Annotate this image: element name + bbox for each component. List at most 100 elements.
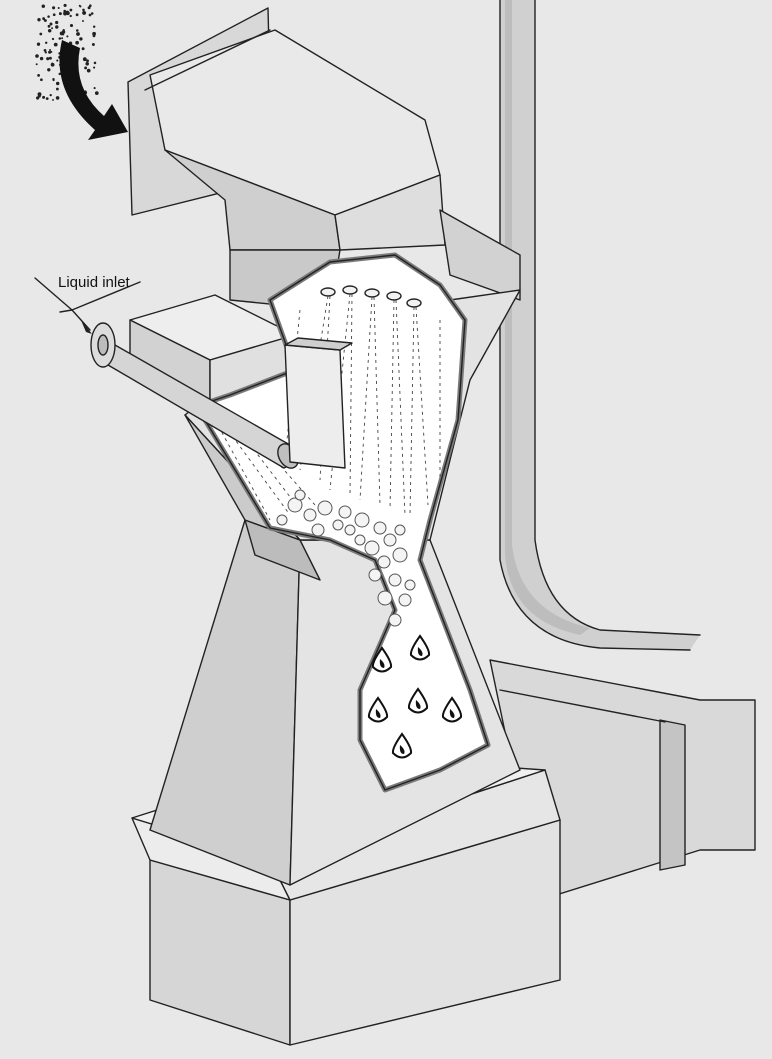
- bubble: [392, 547, 408, 563]
- dust-dot: [55, 81, 60, 86]
- bubble: [388, 613, 402, 627]
- dust-dot: [87, 6, 91, 10]
- dust-dot: [42, 95, 46, 99]
- bubble: [354, 534, 366, 546]
- dust-dot: [46, 57, 50, 61]
- dust-dot: [75, 13, 79, 17]
- gas-particles: [35, 3, 99, 101]
- dust-dot: [49, 49, 52, 51]
- droplet-icon: [407, 687, 429, 714]
- bubble: [311, 523, 325, 537]
- curved-arrow-icon: [59, 40, 128, 140]
- dust-dot: [57, 6, 60, 10]
- spray-pattern: [214, 285, 441, 521]
- dust-dot: [36, 96, 40, 100]
- dust-dot: [58, 12, 62, 16]
- dust-dot: [63, 9, 66, 13]
- liquid-inlet-label: Liquid inlet: [58, 274, 131, 291]
- droplet-icon: [367, 696, 389, 723]
- liquid-inlet-callout: Liquid inlet: [34, 274, 141, 334]
- bubble: [388, 573, 402, 587]
- bubble: [373, 521, 387, 535]
- dust-dot: [44, 51, 47, 54]
- dust-dot: [49, 93, 52, 97]
- dust-dot: [79, 37, 83, 41]
- dust-dot: [51, 27, 54, 30]
- dust-dot: [75, 40, 79, 45]
- dust-dot: [82, 8, 85, 12]
- bubble: [368, 568, 382, 582]
- dust-dot: [48, 56, 52, 60]
- dust-dot: [63, 3, 67, 7]
- dust-dot: [93, 61, 97, 65]
- dust-dot: [58, 37, 62, 40]
- dust-dot: [55, 96, 60, 100]
- dust-dot: [35, 54, 39, 58]
- dust-dot: [91, 43, 95, 46]
- dust-dot: [76, 32, 80, 36]
- bubble: [377, 590, 393, 606]
- dust-dot: [56, 59, 59, 62]
- bubble: [338, 505, 352, 519]
- lower-body: [149, 519, 521, 886]
- dust-dot: [89, 4, 92, 7]
- dust-dot: [41, 4, 46, 8]
- bubble-cluster: [276, 489, 416, 627]
- bubble: [294, 489, 306, 501]
- bubble: [317, 500, 333, 516]
- dust-dot: [45, 97, 49, 100]
- bubble: [332, 519, 344, 531]
- bubble: [377, 555, 391, 569]
- droplet-icon: [391, 732, 413, 759]
- dust-dot: [40, 78, 43, 82]
- dust-dot: [55, 87, 59, 91]
- dust-dot: [52, 98, 54, 101]
- dust-dot: [76, 29, 79, 32]
- dust-dot: [69, 23, 74, 28]
- dust-dot: [52, 13, 56, 17]
- dust-dot: [93, 66, 96, 69]
- bubble: [287, 497, 303, 513]
- bubble: [398, 593, 412, 607]
- dust-dot: [82, 57, 87, 62]
- dust-dot: [39, 56, 44, 61]
- bubble: [276, 514, 288, 526]
- dust-dot: [37, 74, 40, 77]
- dust-dot: [90, 12, 94, 15]
- bubble: [383, 533, 397, 547]
- bubble: [354, 512, 370, 528]
- dust-dot: [51, 37, 55, 41]
- dust-dot: [81, 47, 85, 51]
- dust-dot: [82, 20, 84, 22]
- bubble: [344, 524, 356, 536]
- dust-dot: [86, 68, 91, 73]
- background-pipe: [499, 0, 701, 651]
- bubble: [394, 524, 406, 536]
- dust-dot: [39, 32, 43, 36]
- dust-dot: [55, 20, 59, 25]
- dust-dot: [43, 49, 47, 52]
- dust-dot: [35, 63, 38, 66]
- dust-dot: [94, 91, 99, 95]
- dust-dot: [47, 15, 50, 18]
- dust-dot: [69, 14, 72, 18]
- bubble: [404, 579, 416, 591]
- dust-dot: [69, 8, 73, 12]
- dust-dot: [93, 87, 96, 90]
- dust-dot: [36, 42, 41, 46]
- dust-dot: [47, 28, 52, 33]
- dust-dot: [44, 41, 48, 45]
- droplet-icon: [441, 696, 463, 723]
- dust-dot: [85, 62, 89, 66]
- dust-dot: [84, 66, 88, 70]
- droplet-group: [367, 634, 463, 759]
- bubble: [303, 508, 317, 522]
- droplet-icon: [371, 646, 393, 673]
- dust-dot: [52, 78, 55, 81]
- dust-dot: [47, 68, 51, 72]
- dust-dot: [66, 35, 69, 38]
- dust-dot: [51, 62, 54, 65]
- dust-dot: [58, 72, 62, 76]
